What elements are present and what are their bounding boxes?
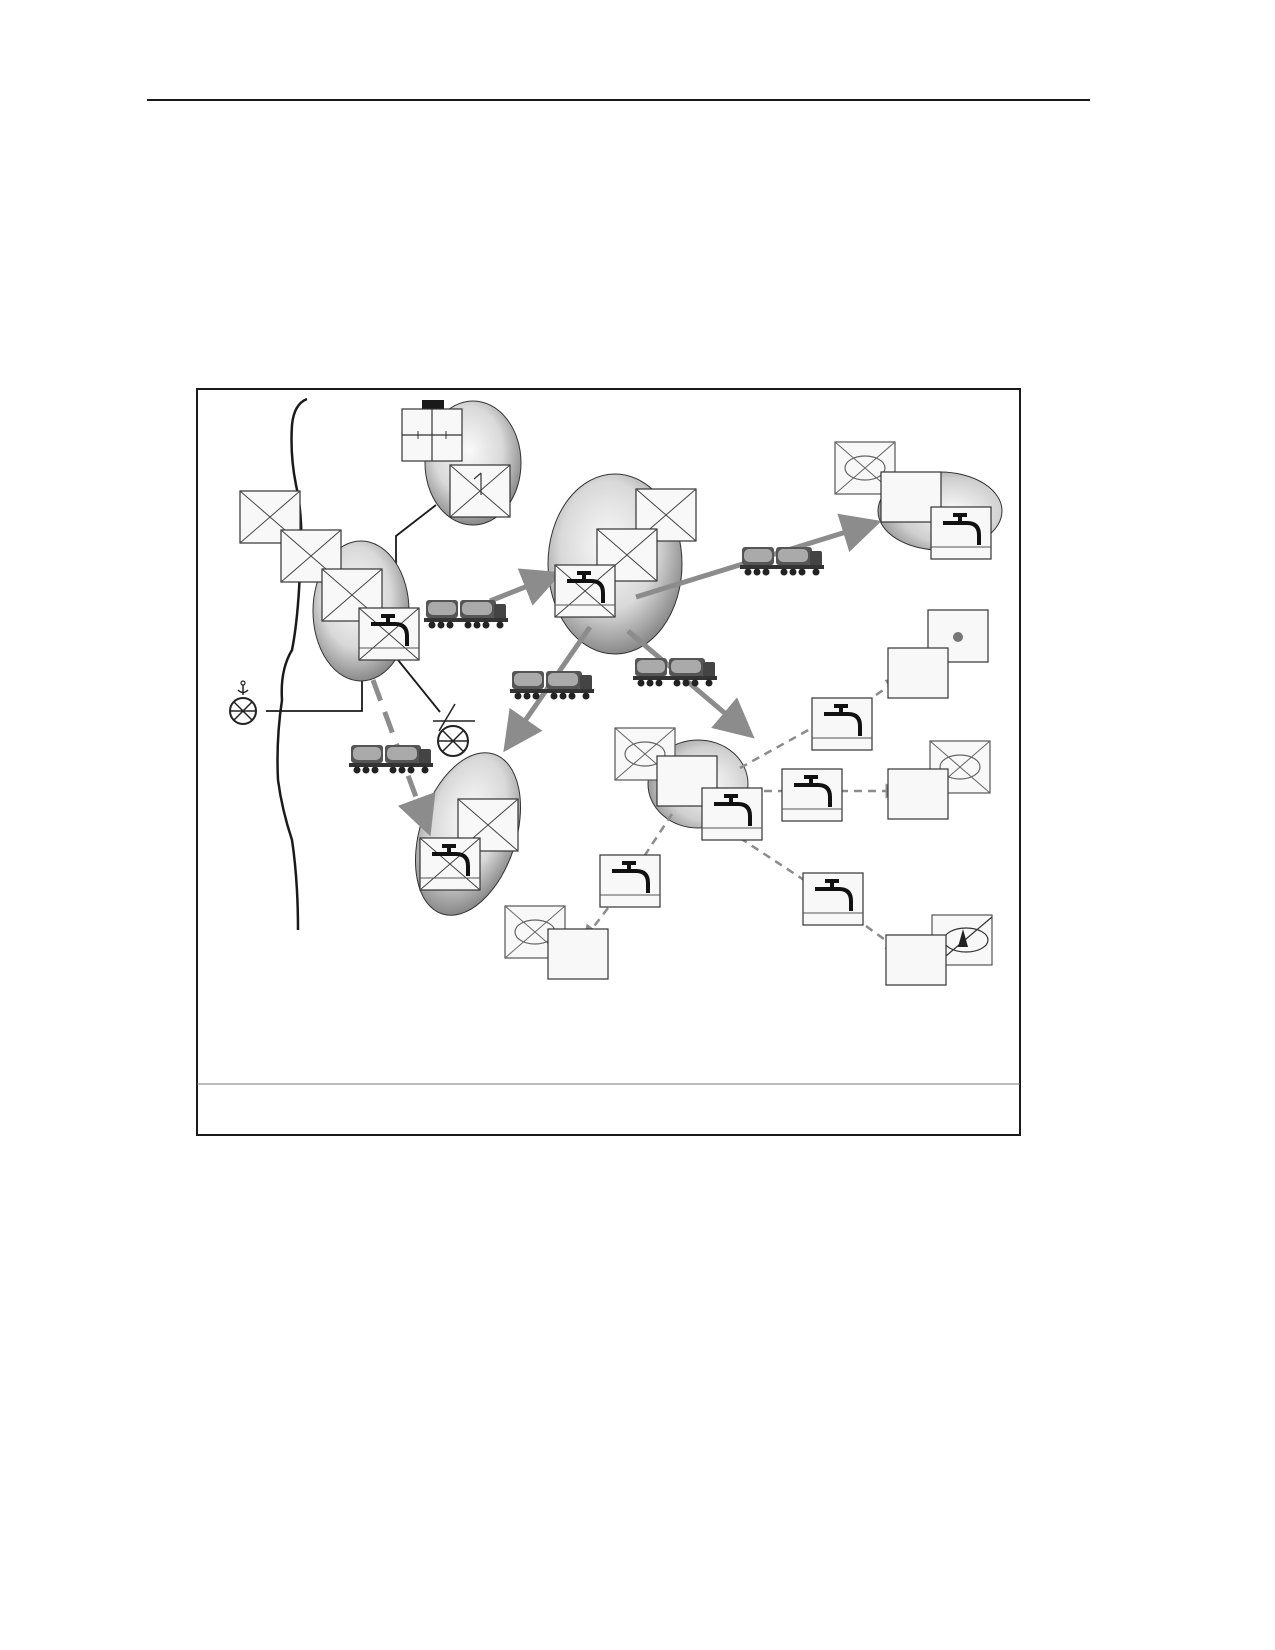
water-point-icon — [700, 786, 764, 842]
figure-caption — [202, 1106, 1038, 1156]
airfield-helicopter-icon — [433, 703, 475, 757]
water-point-icon — [780, 767, 844, 823]
water-point-icon — [418, 836, 482, 892]
route-line-port — [266, 680, 363, 712]
water-tanker-truck-icon — [633, 658, 717, 687]
unit-box-icon — [547, 928, 609, 980]
water-tanker-truck-icon — [349, 745, 433, 774]
water-point-icon — [810, 696, 874, 752]
water-point-icon — [929, 505, 993, 561]
water-point-icon — [598, 853, 662, 909]
water-point-icon — [801, 871, 865, 927]
water-tanker-truck-icon — [740, 547, 824, 576]
unit-box-icon — [885, 934, 947, 986]
unit-box-icon — [887, 647, 949, 699]
coastline-line — [276, 397, 308, 931]
port-anchor-icon — [229, 680, 257, 725]
flow-arrow-left-to-center — [489, 568, 563, 606]
route-line-airfield — [397, 659, 441, 713]
maintenance-unit-icon — [449, 464, 511, 518]
water-point-icon — [357, 606, 421, 662]
water-tanker-truck-icon — [510, 671, 594, 700]
water-tanker-truck-icon — [424, 600, 508, 629]
header-rule — [147, 99, 1090, 101]
figure-frame — [196, 388, 1021, 1136]
unit-box-icon — [887, 768, 949, 820]
headquarters-flag-icon — [401, 400, 463, 462]
water-point-icon — [553, 563, 617, 619]
route-line-hq — [395, 504, 437, 580]
